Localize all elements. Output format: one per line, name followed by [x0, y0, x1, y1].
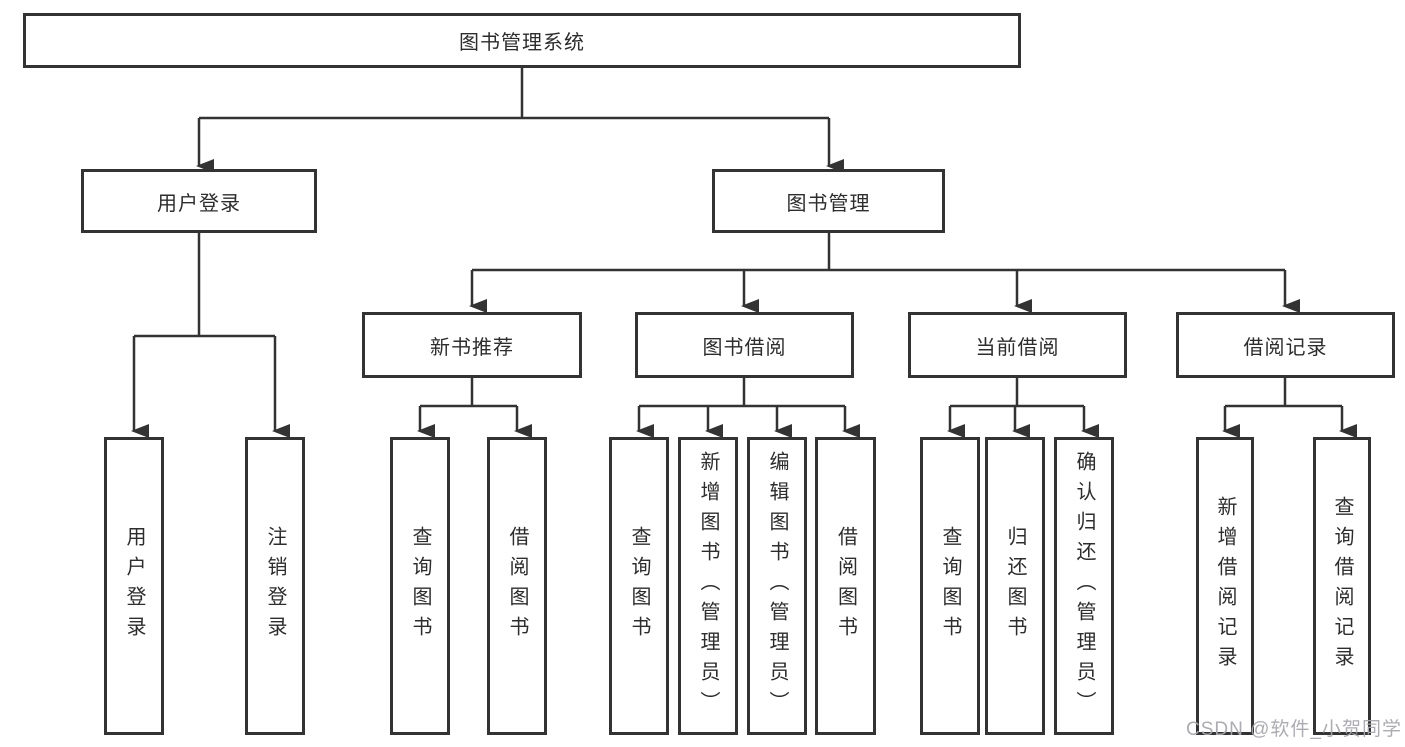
leaf-query-books-current-label: 查询图书 [939, 526, 961, 646]
leaf-edit-book-admin: 编辑图书（管理员） [747, 437, 807, 735]
node-borrow-records: 借阅记录 [1176, 312, 1395, 378]
leaf-query-books-borrowing: 查询图书 [609, 437, 669, 735]
leaf-add-book-admin-label: 新增图书（管理员） [697, 451, 719, 721]
node-user-login: 用户登录 [81, 169, 317, 233]
node-root-system: 图书管理系统 [23, 13, 1021, 68]
leaf-query-books-recommend: 查询图书 [390, 437, 450, 735]
node-book-management: 图书管理 [712, 169, 945, 233]
node-borrow-records-label: 借阅记录 [1243, 336, 1328, 359]
node-book-borrowing-label: 图书借阅 [702, 336, 787, 359]
leaf-borrow-books-recommend-label: 借阅图书 [506, 526, 528, 646]
csdn-watermark: CSDN @软件_小贺同学 [1186, 719, 1402, 740]
node-current-borrowing: 当前借阅 [908, 312, 1127, 378]
leaf-logout: 注销登录 [245, 437, 305, 735]
leaf-query-borrow-record-label: 查询借阅记录 [1331, 496, 1353, 676]
leaf-return-book-label: 归还图书 [1004, 526, 1026, 646]
node-new-book-recommend-label: 新书推荐 [430, 336, 514, 359]
leaf-user-login-label: 用户登录 [123, 526, 145, 646]
leaf-query-books-borrowing-label: 查询图书 [628, 526, 650, 646]
leaf-logout-label: 注销登录 [264, 526, 286, 646]
leaf-edit-book-admin-label: 编辑图书（管理员） [766, 451, 788, 721]
leaf-add-book-admin: 新增图书（管理员） [678, 437, 738, 735]
node-new-book-recommend: 新书推荐 [362, 312, 582, 378]
leaf-add-borrow-record: 新增借阅记录 [1196, 437, 1254, 735]
leaf-borrow-books-recommend: 借阅图书 [487, 437, 547, 735]
leaf-add-borrow-record-label: 新增借阅记录 [1214, 496, 1236, 676]
node-current-borrowing-label: 当前借阅 [975, 336, 1060, 359]
node-root-label: 图书管理系统 [459, 32, 585, 54]
leaf-borrow-books-borrowing: 借阅图书 [815, 437, 876, 735]
leaf-confirm-return-admin: 确认归还（管理员） [1054, 437, 1114, 735]
leaf-borrow-books-borrowing-label: 借阅图书 [834, 526, 857, 646]
node-user-login-label: 用户登录 [157, 192, 241, 215]
leaf-query-books-recommend-label: 查询图书 [409, 526, 431, 646]
leaf-user-login: 用户登录 [104, 437, 164, 735]
leaf-return-book: 归还图书 [985, 437, 1045, 735]
node-book-management-label: 图书管理 [786, 192, 871, 215]
node-book-borrowing: 图书借阅 [635, 312, 854, 378]
leaf-confirm-return-admin-label: 确认归还（管理员） [1073, 451, 1095, 721]
leaf-query-books-current: 查询图书 [920, 437, 980, 735]
leaf-query-borrow-record: 查询借阅记录 [1313, 437, 1371, 735]
